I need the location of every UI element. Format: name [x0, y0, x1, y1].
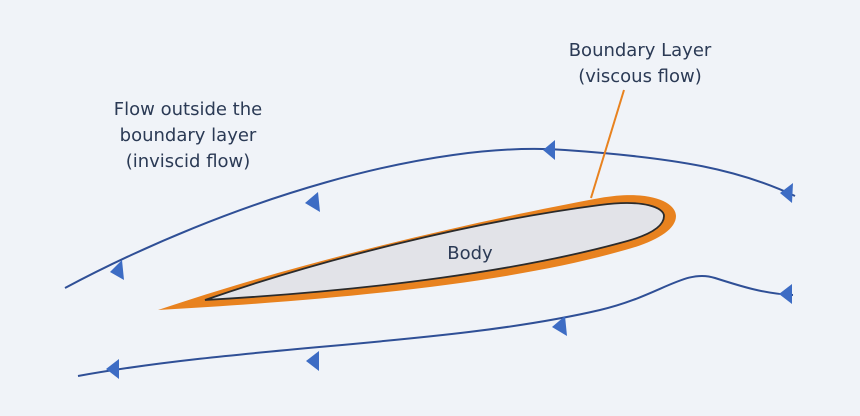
arrowhead-left-icon: [110, 260, 124, 280]
body-label: Body: [447, 243, 493, 264]
outer-flow-label-line3: (inviscid flow): [125, 151, 251, 172]
arrowhead-left-icon: [305, 192, 320, 212]
outer-flow-label: Flow outside the boundary layer (invisci…: [78, 97, 298, 175]
lower-streamline: [77, 274, 794, 377]
arrowhead-left-icon: [543, 140, 555, 160]
arrowhead-left-icon: [106, 359, 119, 379]
outer-flow-label-line1: Flow outside the: [113, 99, 263, 120]
boundary-layer-label: Boundary Layer (viscous flow): [540, 38, 740, 90]
outer-flow-label-line2: boundary layer: [119, 125, 257, 146]
arrowhead-left-icon: [306, 351, 319, 371]
arrowhead-left-icon: [779, 284, 792, 304]
arrowhead-left-icon: [552, 316, 567, 336]
boundary-layer-label-line1: Boundary Layer: [568, 40, 712, 61]
boundary-layer-label-line2: (viscous flow): [578, 66, 702, 87]
body-airfoil: [204, 202, 665, 301]
arrowhead-left-icon: [780, 183, 793, 203]
upper-streamline: [64, 147, 796, 289]
boundary-layer-leader-line: [590, 89, 625, 199]
